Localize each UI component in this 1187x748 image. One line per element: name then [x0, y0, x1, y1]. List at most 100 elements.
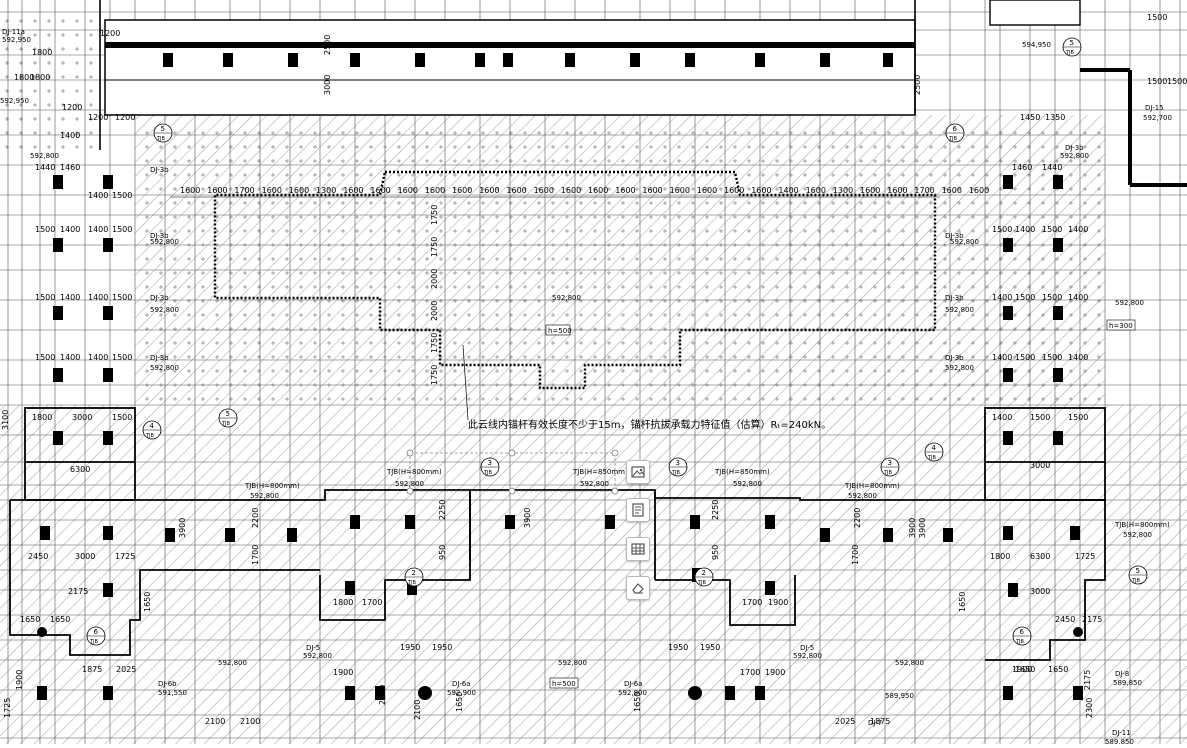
insert-text-button[interactable]	[626, 498, 650, 522]
callout-sub: TJB	[89, 639, 99, 645]
dim-label: 6300	[70, 465, 90, 474]
dim-label: 1200	[62, 103, 82, 112]
column-block	[1003, 526, 1013, 540]
dim-label: 1950	[700, 643, 720, 652]
column-block	[415, 53, 425, 67]
elev-label: 592,800	[250, 492, 279, 500]
elev-label: 592,800	[618, 689, 647, 697]
dim-label: 1200	[115, 113, 135, 122]
column-markers	[37, 53, 1083, 700]
column-block	[37, 686, 47, 700]
cloud-dim-label: 1600	[642, 186, 662, 195]
column-block	[630, 53, 640, 67]
cloud-dim-label: 1600	[724, 186, 744, 195]
column-block	[103, 526, 113, 540]
dim-label: 1400	[1068, 353, 1088, 362]
column-block	[345, 581, 355, 595]
tag-label: DJ-5	[306, 644, 320, 652]
column-block	[690, 515, 700, 529]
cloud-vdim-label: 1750	[430, 237, 439, 257]
cloud-dim-label: 1700	[914, 186, 934, 195]
elev-label: 591,550	[158, 689, 187, 697]
dim-label: 1500	[1015, 293, 1035, 302]
cloud-dim-label: 1600	[479, 186, 499, 195]
elev-label: 589,850	[1113, 679, 1142, 687]
column-block	[288, 53, 298, 67]
dim-label: 1500	[112, 293, 132, 302]
elev-label: 592,800	[1060, 152, 1089, 160]
tag-label: DJ-3b	[150, 166, 169, 174]
insert-table-button[interactable]	[626, 537, 650, 561]
dim-label: 1650	[20, 615, 40, 624]
dim-label: 1950	[668, 643, 688, 652]
dim-label: 1800	[14, 73, 34, 82]
vertical-dim-label: 2100	[378, 685, 387, 705]
vertical-dim-label: 1650	[143, 592, 152, 612]
tag-label: DJ-11a	[2, 28, 25, 36]
dim-label: 1200	[100, 29, 120, 38]
dim-label: 1900	[1012, 665, 1032, 674]
dim-label: 1800	[333, 598, 353, 607]
slab-anchor-dots	[135, 125, 1105, 405]
insert-image-button[interactable]	[626, 460, 650, 484]
column-block	[1073, 686, 1083, 700]
note-leader	[462, 344, 469, 421]
callout-number: 3	[676, 459, 680, 467]
column-block	[225, 528, 235, 542]
column-block	[103, 431, 113, 445]
callout-sub: TJB	[1015, 639, 1025, 645]
tag-label: DJ-3b	[150, 232, 169, 240]
callout-number: 3	[488, 459, 492, 467]
elev-label: 592,800	[558, 659, 587, 667]
elev-label: 594,950	[1022, 41, 1051, 49]
vertical-dim-label: 2175	[1083, 670, 1092, 690]
column-block	[165, 528, 175, 542]
vertical-dim-label: 3900	[523, 508, 532, 528]
vertical-dim-label: 1725	[3, 698, 12, 718]
dim-label: 1400	[1068, 293, 1088, 302]
dim-label: 1725	[115, 552, 135, 561]
dim-label: 1500	[1042, 225, 1062, 234]
dim-label: 1700	[740, 668, 760, 677]
dim-label: 1650	[50, 615, 70, 624]
dim-label: 1500	[35, 293, 55, 302]
dim-label: 1725	[1075, 552, 1095, 561]
dim-label: 1400	[992, 413, 1012, 422]
selection-handles[interactable]	[406, 449, 619, 495]
dim-label: 1900	[765, 668, 785, 677]
column-block	[1053, 306, 1063, 320]
cloud-dim-label: 1600	[370, 186, 390, 195]
column-block	[1003, 238, 1013, 252]
column-block	[1053, 431, 1063, 445]
dim-label: 1500	[112, 191, 132, 200]
column-block	[1053, 175, 1063, 189]
dim-label: 1700	[362, 598, 382, 607]
section-callouts: 4TJB5TJB3TJB2TJB6TJB2TJB3TJB4TJB5TJB6TJB…	[86, 37, 1148, 646]
dim-label: 1500	[1030, 413, 1050, 422]
callout-sub: TJB	[1131, 578, 1141, 584]
tag-label: DJ-3b	[150, 354, 169, 362]
column-block	[725, 686, 735, 700]
dim-label: 1900	[768, 598, 788, 607]
column-block	[765, 515, 775, 529]
tag-label: DJ-6a	[452, 680, 470, 688]
callout-number: 4	[150, 422, 155, 430]
text-icon	[632, 503, 644, 517]
eraser-button[interactable]	[626, 576, 650, 600]
dim-label: 3000	[72, 413, 92, 422]
cloud-dim-label: 1600	[697, 186, 717, 195]
cloud-dim-label: 1600	[506, 186, 526, 195]
callout-number: 2	[702, 569, 706, 577]
vertical-dim-label: 2250	[711, 500, 720, 520]
cloud-dim-label: 1600	[180, 186, 200, 195]
dim-label: 1450	[1020, 113, 1040, 122]
elev-label: 592,800	[150, 306, 179, 314]
column-block	[765, 581, 775, 595]
column-block	[53, 306, 63, 320]
